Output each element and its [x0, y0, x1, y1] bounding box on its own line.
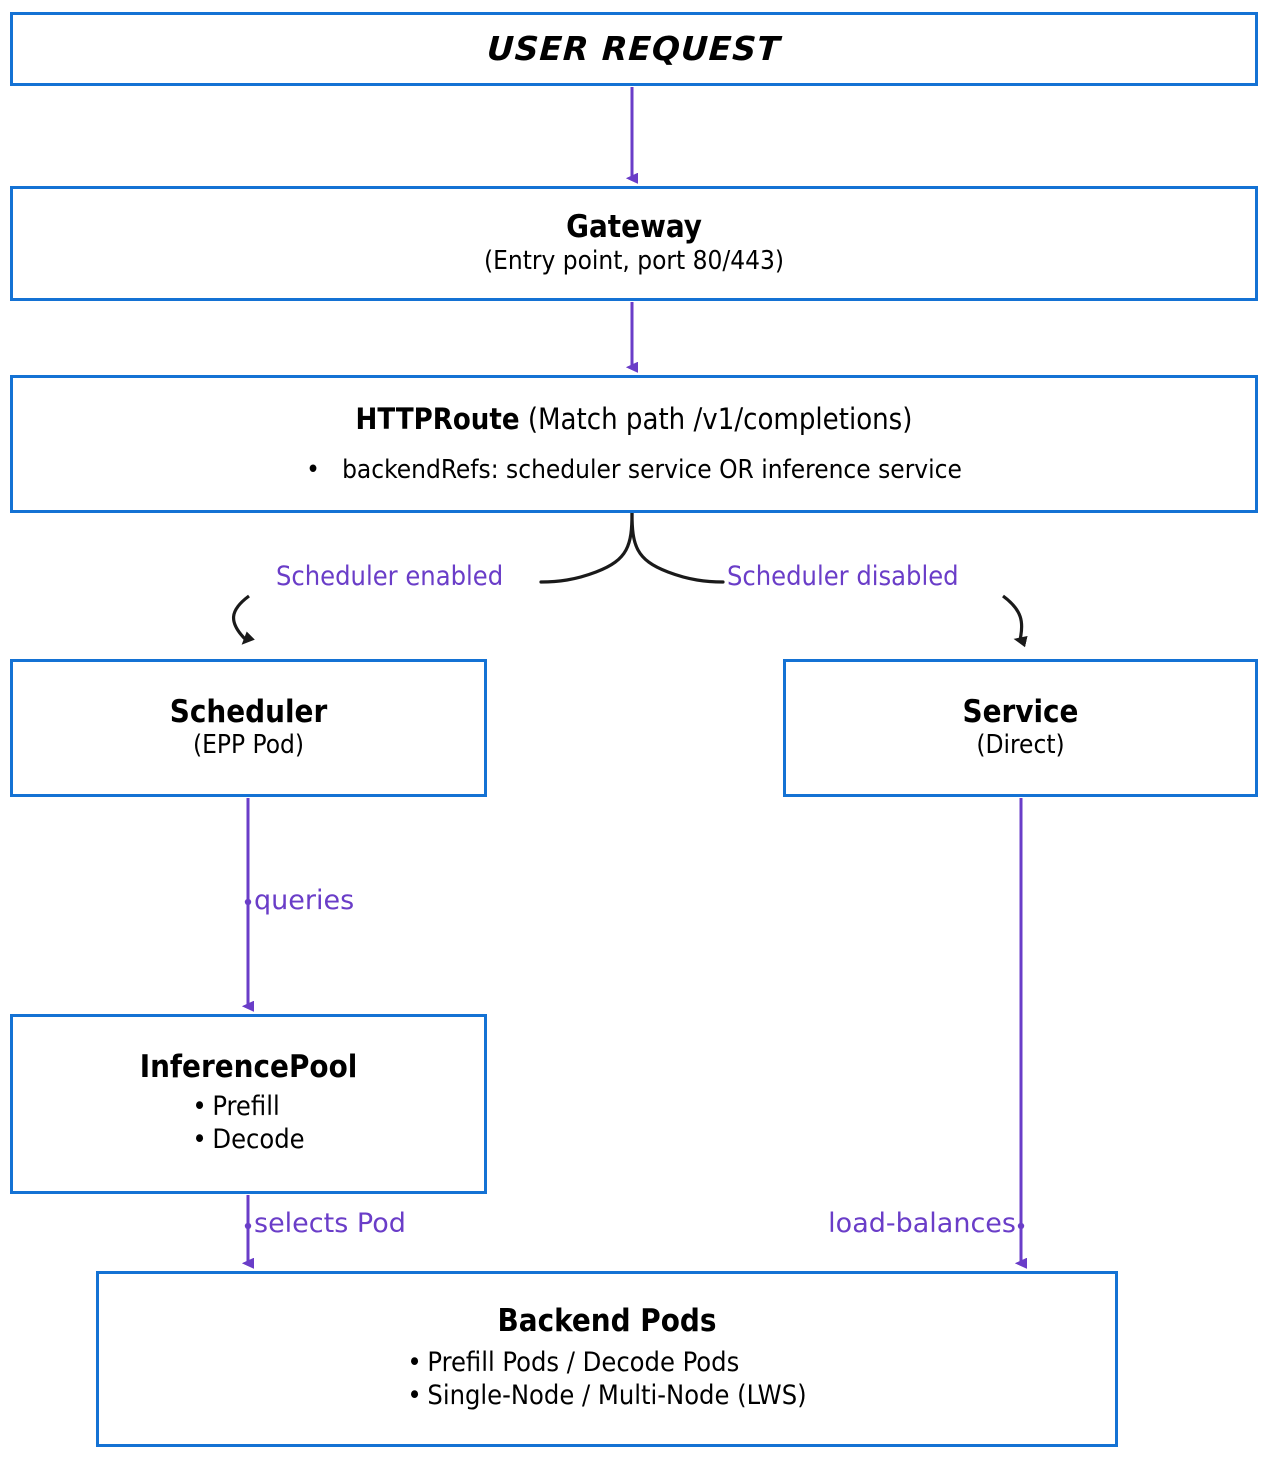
gateway-subtitle: (Entry point, port 80/443) — [483, 245, 785, 276]
list-item: • Single-Node / Multi-Node (LWS) — [407, 1379, 806, 1413]
node-httproute[interactable]: HTTPRoute (Match path /v1/completions) •… — [10, 375, 1258, 513]
httproute-title: HTTPRoute — [355, 401, 520, 436]
edge-service-to-backendpods — [1015, 798, 1027, 1269]
backendpods-bullet-0: Prefill Pods / Decode Pods — [427, 1346, 740, 1378]
gateway-title: Gateway — [566, 209, 702, 246]
list-item: • backendRefs: scheduler service OR infe… — [306, 454, 962, 487]
httproute-title-suffix: (Match path /v1/completions) — [527, 401, 913, 436]
edge-label-selects-pod: selects Pod — [254, 1208, 406, 1239]
backendpods-bullet-list: • Prefill Pods / Decode Pods • Single-No… — [407, 1346, 806, 1414]
user-request-title: USER REQUEST — [486, 28, 782, 68]
inferencepool-bullet-1: Decode — [212, 1124, 305, 1156]
edge-httproute-to-scheduler — [232, 594, 255, 645]
node-user-request[interactable]: USER REQUEST — [10, 12, 1258, 86]
edge-inferencepool-to-backendpods — [242, 1195, 254, 1269]
edge-label-load-balances: load-balances — [828, 1208, 1016, 1239]
inferencepool-title: InferencePool — [139, 1048, 358, 1085]
node-inferencepool[interactable]: InferencePool • Prefill • Decode — [10, 1014, 487, 1194]
list-item: • Decode — [192, 1123, 304, 1157]
httproute-bullet-list: • backendRefs: scheduler service OR infe… — [306, 454, 962, 487]
backendpods-bullet-1: Single-Node / Multi-Node (LWS) — [427, 1380, 807, 1412]
scheduler-title: Scheduler — [169, 693, 328, 730]
backendpods-title: Backend Pods — [497, 1302, 717, 1339]
bullet-icon: • — [407, 1346, 422, 1378]
edge-label-queries: queries — [254, 885, 355, 916]
inferencepool-bullet-list: • Prefill • Decode — [192, 1090, 304, 1158]
list-item: • Prefill Pods / Decode Pods — [407, 1346, 806, 1380]
node-gateway[interactable]: Gateway (Entry point, port 80/443) — [10, 186, 1258, 301]
node-backendpods[interactable]: Backend Pods • Prefill Pods / Decode Pod… — [96, 1271, 1118, 1447]
node-service[interactable]: Service (Direct) — [783, 659, 1258, 797]
scheduler-subtitle: (EPP Pod) — [192, 730, 304, 761]
bullet-icon: • — [407, 1380, 422, 1412]
bullet-icon: • — [306, 454, 320, 485]
edge-scheduler-to-inferencepool — [242, 798, 254, 1012]
edge-label-scheduler-disabled: Scheduler disabled — [727, 561, 959, 592]
inferencepool-bullet-0: Prefill — [212, 1090, 280, 1122]
edge-label-scheduler-enabled: Scheduler enabled — [276, 561, 504, 592]
bullet-icon: • — [192, 1124, 207, 1156]
bullet-icon: • — [192, 1090, 207, 1122]
service-title: Service — [962, 693, 1079, 730]
httproute-bullet-0: backendRefs: scheduler service OR infere… — [342, 454, 962, 485]
service-subtitle: (Direct) — [976, 730, 1065, 761]
edge-httproute-branch-split — [539, 511, 725, 584]
node-scheduler[interactable]: Scheduler (EPP Pod) — [10, 659, 487, 797]
httproute-title-line: HTTPRoute (Match path /v1/completions) — [356, 402, 913, 436]
edge-httproute-to-service — [1002, 594, 1028, 648]
list-item: • Prefill — [192, 1090, 304, 1124]
